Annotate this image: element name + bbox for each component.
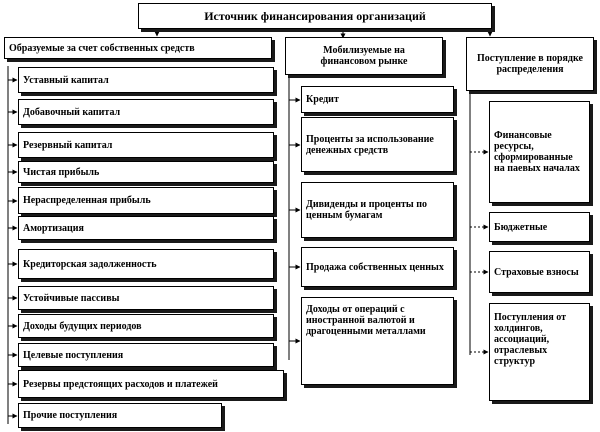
market-item: Дивиденды и проценты по ценным бумагам [301,182,454,238]
own-funds-item: Прочие поступления [18,403,222,428]
diagram-title: Источник финансирования организаций [138,3,492,29]
market-item: Доходы от операций с иностранной валютой… [301,297,454,385]
own-funds-item: Нераспределенная прибыль [18,187,274,214]
diagram-title-text: Источник финансирования организаций [204,8,426,23]
distribution-item: Бюджетные [489,212,590,242]
column-header-financial-market: Мобилизуемые на финансовом рынке [285,37,443,75]
own-funds-item: Устойчивые пассивы [18,286,274,310]
distribution-item: Страховые взносы [489,251,590,293]
own-funds-item: Доходы будущих периодов [18,314,274,338]
market-item: Продажа собственных ценных [301,247,454,287]
own-funds-item: Амортизация [18,216,274,240]
column-header-distribution: Поступление в порядке распределения [466,37,594,91]
distribution-item: Поступления от холдингов, ассоциаций, от… [489,303,590,401]
market-item: Кредит [301,86,454,113]
own-funds-item: Резервы предстоящих расходов и платежей [18,370,284,398]
market-item: Проценты за использование денежных средс… [301,117,454,172]
own-funds-item: Резервный капитал [18,132,274,158]
own-funds-item: Уставный капитал [18,67,274,93]
column-header-own-funds: Образуемые за счет собственных средств [4,37,272,59]
own-funds-item: Добавочный капитал [18,99,274,125]
distribution-item: Финансовые ресурсы, сформированные на па… [489,101,590,203]
own-funds-item: Чистая прибыль [18,161,274,183]
own-funds-item: Кредиторская задолженность [18,249,274,279]
own-funds-item: Целевые поступления [18,343,274,367]
